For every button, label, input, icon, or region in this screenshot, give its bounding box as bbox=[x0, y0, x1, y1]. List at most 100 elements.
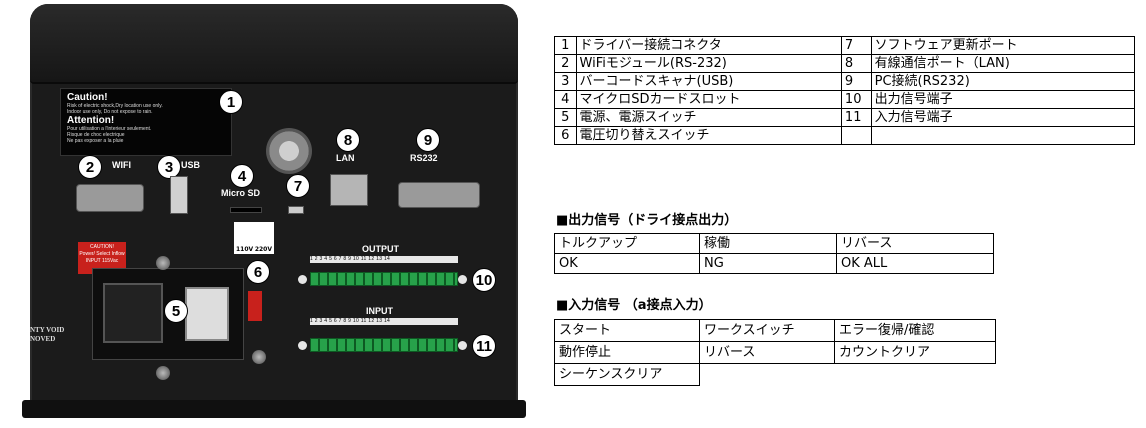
warranty-sticker: NTY VOID NOVED bbox=[30, 326, 76, 344]
badge-6: 6 bbox=[246, 260, 270, 284]
table-cell: トルクアップ bbox=[554, 233, 700, 254]
terminal-hole bbox=[298, 275, 307, 284]
table-cell: シーケンスクリア bbox=[554, 363, 700, 386]
table-cell: ドライバー接続コネクタ bbox=[575, 36, 842, 55]
table-cell: リバース bbox=[699, 341, 835, 364]
red-label-line: Power/ Select Inflow bbox=[79, 251, 125, 257]
table-row: シーケンスクリア bbox=[554, 363, 996, 386]
table-cell: 2 bbox=[554, 54, 577, 73]
input-terminal-numbers: 1 2 3 4 5 6 7 8 9 10 11 12 13 14 bbox=[310, 318, 458, 325]
lan-label: LAN bbox=[336, 153, 355, 163]
attention-text: Ne pas exposer a la pluie bbox=[67, 138, 124, 144]
table-cell: マイクロSDカードスロット bbox=[575, 90, 842, 109]
warranty-line: NTY VOID bbox=[30, 326, 65, 334]
red-label-line: INPUT 115Vac bbox=[85, 258, 119, 264]
table-cell: 3 bbox=[554, 72, 577, 91]
table-cell: 11 bbox=[840, 108, 872, 127]
table-cell bbox=[700, 364, 835, 386]
driver-connector bbox=[266, 128, 312, 174]
table-cell: エラー復帰/確認 bbox=[834, 319, 996, 342]
table-cell bbox=[870, 126, 1136, 145]
rs232-label: RS232 bbox=[410, 153, 438, 163]
input-label: INPUT bbox=[366, 306, 393, 316]
table-cell: 10 bbox=[840, 90, 872, 109]
device-body: Caution! Risk of electric shock,Dry loca… bbox=[22, 4, 526, 418]
table-cell: 電圧切り替えスイッチ bbox=[575, 126, 842, 145]
table-cell: OK ALL bbox=[836, 253, 994, 274]
table-cell: 8 bbox=[840, 54, 872, 73]
table-cell: ワークスイッチ bbox=[699, 319, 835, 342]
caution-text: Risk of electric shock,Dry location use … bbox=[67, 103, 163, 109]
table-cell: 動作停止 bbox=[554, 341, 700, 364]
red-label-line: CAUTION! bbox=[90, 244, 114, 250]
badge-7: 7 bbox=[286, 174, 310, 198]
usb-label: USB bbox=[181, 160, 201, 170]
badge-5: 5 bbox=[164, 299, 188, 323]
voltage-110-label: 110V bbox=[236, 246, 254, 253]
table-cell: 4 bbox=[554, 90, 577, 109]
table-cell: NG bbox=[699, 253, 837, 274]
screw bbox=[156, 256, 170, 270]
device-lid bbox=[30, 4, 518, 84]
table-cell bbox=[835, 364, 996, 386]
table-cell: リバース bbox=[836, 233, 994, 254]
caution-sticker: Caution! Risk of electric shock,Dry loca… bbox=[60, 88, 232, 156]
power-inlet bbox=[103, 283, 163, 343]
table-row: 動作停止リバースカウントクリア bbox=[554, 341, 996, 364]
table-cell: 1 bbox=[554, 36, 577, 55]
table-cell: 6 bbox=[554, 126, 577, 145]
power-switch bbox=[185, 287, 229, 341]
voltage-switch bbox=[248, 291, 262, 321]
output-terminal-numbers: 1 2 3 4 5 6 7 8 9 10 11 12 13 14 bbox=[310, 256, 458, 263]
rs232-port bbox=[398, 182, 480, 208]
table-cell: WiFiモジュール(RS-232) bbox=[575, 54, 842, 73]
table-cell: カウントクリア bbox=[834, 341, 996, 364]
microsd-slot bbox=[230, 207, 262, 213]
voltage-sticker: 110V 220V bbox=[234, 222, 274, 254]
badge-10: 10 bbox=[472, 268, 496, 292]
table-cell: スタート bbox=[554, 319, 700, 342]
badge-2: 2 bbox=[78, 155, 102, 179]
badge-1: 1 bbox=[219, 90, 243, 114]
table-cell: 9 bbox=[840, 72, 872, 91]
table-cell: PC接続(RS232) bbox=[870, 72, 1136, 91]
attention-title: Attention! bbox=[67, 115, 115, 126]
microsd-label: Micro SD bbox=[221, 188, 261, 198]
badge-8: 8 bbox=[336, 128, 360, 152]
table-cell: 電源、電源スイッチ bbox=[575, 108, 842, 127]
device-base bbox=[22, 400, 526, 418]
table-cell: OK bbox=[554, 253, 700, 274]
usb-port bbox=[170, 176, 188, 214]
table-cell: バーコードスキャナ(USB) bbox=[575, 72, 842, 91]
terminal-hole bbox=[458, 275, 467, 284]
table-cell bbox=[840, 126, 872, 145]
table-cell: 7 bbox=[840, 36, 872, 55]
table-cell: 入力信号端子 bbox=[870, 108, 1136, 127]
attention-text: Risque de choc electrique bbox=[67, 132, 125, 138]
attention-text: Pour utilisation a l'interieur seulement… bbox=[67, 126, 152, 132]
device-rear-photo: Caution! Risk of electric shock,Dry loca… bbox=[20, 4, 530, 422]
badge-11: 11 bbox=[472, 334, 496, 358]
table-cell: ソフトウェア更新ポート bbox=[870, 36, 1136, 55]
input-terminal-block bbox=[310, 338, 458, 352]
caution-title: Caution! bbox=[67, 92, 108, 103]
table-cell: 有線通信ポート（LAN) bbox=[870, 54, 1136, 73]
screw bbox=[252, 350, 266, 364]
input-signal-table: スタートワークスイッチエラー復帰/確認動作停止リバースカウントクリアシーケンスク… bbox=[554, 319, 996, 386]
badge-9: 9 bbox=[416, 128, 440, 152]
input-signal-heading: ■入力信号 （a接点入力） bbox=[556, 298, 712, 313]
wifi-label: WIFI bbox=[112, 160, 131, 170]
output-label: OUTPUT bbox=[362, 244, 399, 254]
wifi-db9-port bbox=[76, 184, 144, 212]
table-cell: 5 bbox=[554, 108, 577, 127]
table-row: トルクアップ稼働リバース bbox=[554, 233, 994, 254]
